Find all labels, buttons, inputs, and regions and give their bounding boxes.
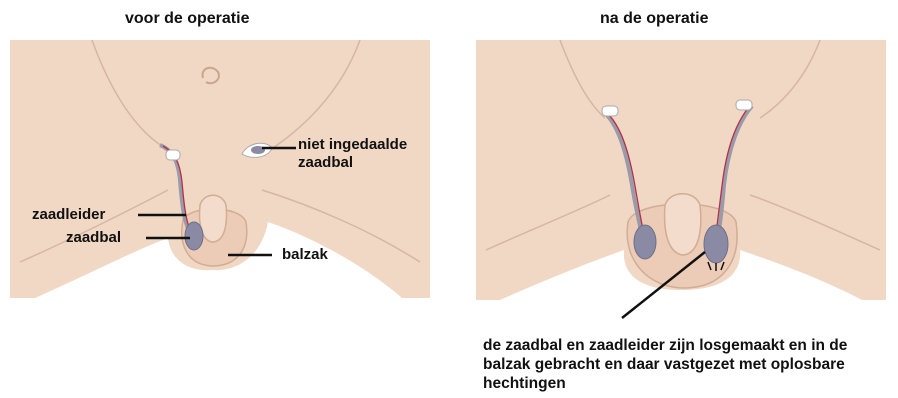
after-title: na de operatie — [600, 10, 708, 28]
after-ring-left — [602, 106, 618, 116]
label-testis: zaadbal — [66, 229, 121, 247]
before-title: voor de operatie — [125, 10, 249, 28]
label-undescended-testis: niet ingedaalde zaadbal — [298, 136, 407, 172]
after-figure — [476, 40, 886, 318]
after-testis-right — [704, 225, 728, 263]
after-penis — [665, 194, 701, 255]
before-testis — [185, 222, 203, 250]
after-caption: de zaadbal en zaadleider zijn losgemaakt… — [483, 336, 893, 393]
label-vas-deferens: zaadleider — [32, 206, 105, 224]
before-penis — [200, 195, 227, 242]
after-testis-left — [634, 225, 656, 259]
label-scrotum: balzak — [282, 246, 328, 264]
before-ring — [166, 150, 180, 160]
after-ring-right — [736, 100, 752, 110]
